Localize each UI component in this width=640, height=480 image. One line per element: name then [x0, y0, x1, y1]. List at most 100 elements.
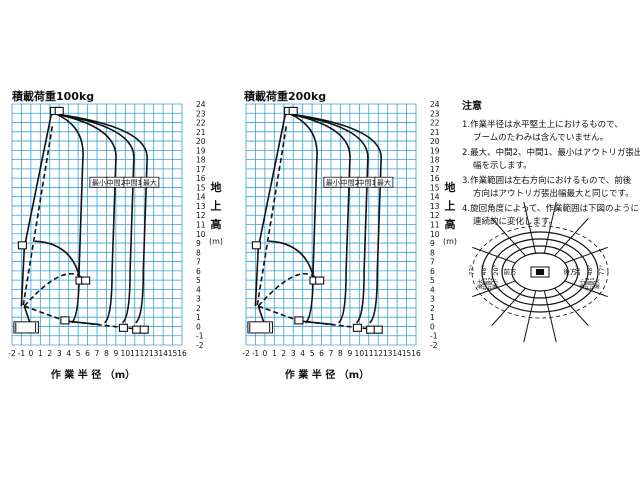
angle-label: 77°	[469, 265, 476, 276]
notes-panel: 注意 1.作業半径は水平堅土上におけるもので、 ブームのたわみは含んでいません。…	[462, 100, 640, 231]
outer-range-circle	[471, 225, 609, 319]
y-tick-label: 10	[430, 230, 440, 239]
zone-label-small: 最小	[492, 279, 499, 289]
y-tick-label: 10	[196, 230, 206, 239]
y-tick-label: 13	[430, 202, 440, 211]
y-tick-label: 11	[430, 221, 440, 230]
zone-label: 中間1	[124, 178, 142, 187]
range-envelope-line	[56, 113, 84, 324]
zone-label-small: 最大	[477, 279, 484, 289]
y-tick-label: 22	[430, 119, 440, 128]
y-tick-label: 13	[196, 202, 206, 211]
y-tick-label: 20	[196, 137, 206, 146]
x-tick-label: 13	[383, 349, 393, 358]
x-tick-label: 1	[38, 349, 43, 358]
range-envelope-line	[290, 113, 369, 324]
note-line: 4.旋回角度によって、作業範囲は下図のように	[462, 204, 640, 214]
zone-label: 中間1	[358, 178, 376, 187]
platform-box	[373, 325, 383, 334]
note-item: 3.作業範囲は左右方向におけるもので、前後 方向はアウトリガ張出幅最大と同じです…	[462, 175, 634, 201]
y-tick-label: 17	[196, 165, 206, 174]
x-tick-label: 9	[113, 349, 118, 358]
platform-box	[288, 106, 298, 115]
platform-box	[352, 323, 362, 332]
x-axis-label: 作 業 半 径 （m）	[285, 368, 369, 381]
platform-box	[294, 316, 304, 325]
x-tick-label: 12	[373, 349, 383, 358]
y-tick-label: 7	[196, 258, 201, 267]
x-tick-label: 12	[139, 349, 149, 358]
x-tick-label: 15	[168, 349, 178, 358]
y-tick-label: 8	[430, 248, 435, 257]
y-tick-label: 8	[196, 248, 201, 257]
y-tick-label: 17	[430, 165, 440, 174]
y-axis-label: (m)	[209, 237, 223, 246]
y-tick-label: 0	[196, 322, 201, 331]
y-tick-label: 19	[430, 146, 440, 155]
zone-label: 最小	[92, 178, 106, 187]
grid	[245, 103, 417, 346]
zone-label-box	[140, 176, 160, 188]
zone-label: 中間2	[107, 178, 125, 187]
y-tick-label: 22	[196, 119, 206, 128]
platform-box	[366, 325, 376, 334]
boom-dashed-line	[258, 305, 300, 322]
x-tick-label: -1	[252, 349, 260, 358]
x-tick-label: 6	[85, 349, 90, 358]
y-tick-label: -1	[430, 332, 438, 341]
x-tick-label: 7	[329, 349, 334, 358]
y-tick-label: 3	[430, 295, 435, 304]
platform-box	[54, 106, 64, 115]
y-tick-label: 18	[430, 156, 440, 165]
y-tick-label: -2	[430, 341, 438, 350]
angle-label: 48°	[587, 265, 594, 276]
angle-label: 20°	[493, 265, 500, 276]
angle-label: 20°	[575, 265, 582, 276]
zone-label-small: 最小	[579, 279, 586, 289]
truck-icon	[13, 321, 39, 334]
rear-label: 後方	[564, 267, 578, 276]
x-tick-label: 5	[76, 349, 81, 358]
note-line: 方向はアウトリガ張出幅最大と同じです。	[473, 189, 634, 199]
range-lobe	[501, 245, 579, 299]
note-line: 幅を示します。	[473, 161, 532, 171]
y-tick-label: 12	[196, 211, 206, 220]
y-tick-label: 9	[430, 239, 435, 248]
y-axis-label: 地	[211, 180, 222, 194]
boom-dashed-arc	[23, 273, 84, 307]
note-item: 4.旋回角度によって、作業範囲は下図のように 連続的に変化します。	[462, 203, 640, 229]
x-tick-label: 16	[177, 349, 187, 358]
range-lobe	[491, 238, 589, 306]
y-tick-label: 1	[430, 313, 435, 322]
y-tick-label: 15	[430, 183, 440, 192]
zone-label-small: 中間1	[589, 277, 596, 290]
zone-label-small: 中間1	[482, 277, 489, 290]
front-label: 前方	[504, 267, 518, 276]
x-tick-label: 4	[66, 349, 71, 358]
note-line: 3.作業範囲は左右方向におけるもので、前後	[462, 176, 632, 186]
zone-label-box	[374, 176, 394, 188]
y-tick-label: 7	[430, 258, 435, 267]
vehicle-cab	[536, 269, 544, 275]
grid	[11, 103, 183, 346]
range-envelope-line	[290, 113, 382, 324]
x-tick-label: 2	[47, 349, 52, 358]
zone-label: 最大	[143, 178, 157, 187]
base-line	[298, 320, 334, 326]
angle-label: 48°	[481, 265, 488, 276]
platform-box	[251, 241, 261, 250]
note-item: 1.作業半径は水平堅土上におけるもので、 ブームのたわみは含んでいません。	[462, 119, 634, 145]
zone-label: 最大	[377, 178, 391, 187]
y-axis-label: 高	[211, 217, 222, 231]
y-tick-label: 23	[196, 109, 206, 118]
y-tick-label: 14	[430, 193, 440, 202]
platform-box	[132, 325, 142, 334]
y-tick-label: 1	[196, 313, 201, 322]
x-tick-label: 11	[130, 349, 140, 358]
